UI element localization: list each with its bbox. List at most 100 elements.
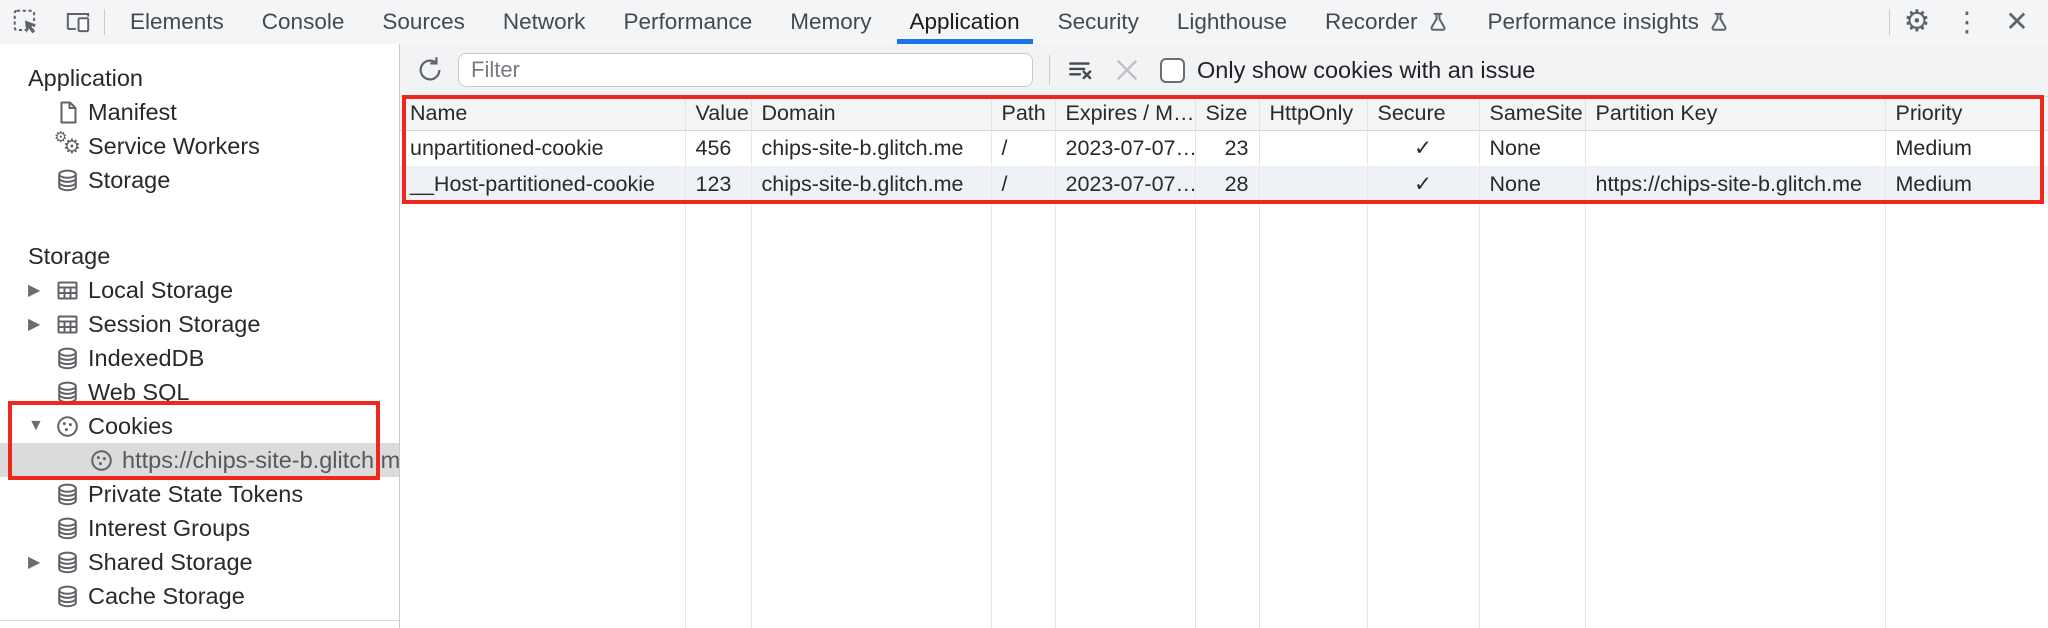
- sidebar-item-cookie-origin[interactable]: https://chips-site-b.glitch.me: [0, 443, 413, 477]
- column-header-priority[interactable]: Priority: [1885, 97, 2048, 131]
- tab-label: Sources: [382, 9, 465, 34]
- refresh-button[interactable]: [414, 54, 446, 86]
- cell-size[interactable]: 23: [1195, 130, 1260, 167]
- cookies-toolbar: Only show cookies with an issue: [400, 44, 2048, 97]
- expander-collapsed-icon[interactable]: ▶: [28, 282, 41, 299]
- column-header-name[interactable]: Name: [400, 97, 686, 131]
- tab-memory[interactable]: Memory: [771, 0, 890, 44]
- tab-application[interactable]: Application: [891, 0, 1039, 44]
- filter-input[interactable]: [458, 53, 1033, 87]
- close-icon: ✕: [2005, 5, 2029, 38]
- cell-expires[interactable]: 2023-07-07…: [1055, 166, 1196, 203]
- cell-value[interactable]: 123: [685, 166, 752, 203]
- cell-path[interactable]: /: [991, 166, 1056, 203]
- column-header-expires[interactable]: Expires / M…: [1055, 97, 1196, 131]
- more-options-button[interactable]: ⋮: [1944, 0, 1990, 44]
- database-icon: [54, 379, 88, 406]
- kebab-menu-icon: ⋮: [1953, 6, 1981, 38]
- cookie-table-header-row: Name Value Domain Path Expires / M… Size…: [400, 97, 2048, 131]
- application-sidebar: Application Manifest ⚙⚙ Service Workers: [0, 44, 413, 628]
- cell-samesite[interactable]: None: [1479, 166, 1586, 203]
- column-header-samesite[interactable]: SameSite: [1479, 97, 1586, 131]
- inspect-icon: [11, 7, 41, 37]
- cell-priority[interactable]: Medium: [1885, 130, 2048, 167]
- column-header-domain[interactable]: Domain: [751, 97, 992, 131]
- cell-httponly[interactable]: [1259, 166, 1368, 203]
- delete-selected-button[interactable]: [1112, 55, 1142, 85]
- only-issue-cookies-checkbox[interactable]: [1160, 57, 1185, 83]
- cookie-icon: [88, 447, 122, 474]
- cookie-row-unpartitioned[interactable]: unpartitioned-cookie 456 chips-site-b.gl…: [400, 130, 2048, 167]
- column-header-httponly[interactable]: HttpOnly: [1259, 97, 1368, 131]
- tab-sources[interactable]: Sources: [363, 0, 484, 44]
- database-icon: [54, 583, 88, 610]
- inspect-element-button[interactable]: [0, 0, 52, 44]
- refresh-icon: [414, 54, 446, 86]
- cell-partition-key[interactable]: [1585, 130, 1886, 167]
- tab-performance-insights[interactable]: Performance insights: [1469, 0, 1750, 44]
- cell-samesite[interactable]: None: [1479, 130, 1586, 167]
- sidebar-item-indexeddb[interactable]: IndexedDB: [0, 341, 399, 375]
- sidebar-item-label: Web SQL: [88, 378, 190, 405]
- sidebar-item-manifest[interactable]: Manifest: [0, 95, 399, 129]
- cell-expires[interactable]: 2023-07-07…: [1055, 130, 1196, 167]
- tab-console[interactable]: Console: [243, 0, 364, 44]
- database-icon: [54, 549, 88, 576]
- cell-priority[interactable]: Medium: [1885, 166, 2048, 203]
- settings-button[interactable]: ⚙: [1894, 0, 1940, 44]
- cookie-table: Name Value Domain Path Expires / M… Size…: [400, 97, 2048, 628]
- cell-domain[interactable]: chips-site-b.glitch.me: [751, 166, 992, 203]
- flask-icon: [1707, 10, 1731, 34]
- cell-size[interactable]: 28: [1195, 166, 1260, 203]
- database-icon: [54, 481, 88, 508]
- tab-label: Application: [909, 9, 1020, 34]
- cell-name[interactable]: __Host-partitioned-cookie: [400, 166, 686, 203]
- sidebar-item-service-workers[interactable]: ⚙⚙ Service Workers: [0, 128, 399, 163]
- column-header-value[interactable]: Value: [685, 97, 752, 131]
- cell-httponly[interactable]: [1259, 130, 1368, 167]
- sidebar-item-session-storage[interactable]: ▶ Session Storage: [0, 307, 399, 341]
- cell-secure-checkmark[interactable]: ✓: [1367, 166, 1480, 203]
- cell-domain[interactable]: chips-site-b.glitch.me: [751, 130, 992, 167]
- column-header-secure[interactable]: Secure: [1367, 97, 1480, 131]
- tab-label: Elements: [130, 9, 224, 34]
- sidebar-item-cookies[interactable]: ▼ Cookies: [0, 409, 399, 443]
- section-title: Storage: [28, 243, 111, 269]
- cell-secure-checkmark[interactable]: ✓: [1367, 130, 1480, 167]
- sidebar-item-web-sql[interactable]: Web SQL: [0, 375, 399, 409]
- sidebar-item-cache-storage[interactable]: Cache Storage: [0, 579, 399, 613]
- expander-collapsed-icon[interactable]: ▶: [28, 554, 41, 571]
- cookie-row-host-partitioned[interactable]: __Host-partitioned-cookie 123 chips-site…: [400, 166, 2048, 203]
- expander-collapsed-icon[interactable]: ▶: [28, 316, 41, 333]
- clear-all-icon: [1066, 55, 1096, 85]
- toggle-device-toolbar-button[interactable]: [52, 0, 104, 44]
- cell-name[interactable]: unpartitioned-cookie: [400, 130, 686, 167]
- gear-icon: ⚙: [1903, 4, 1931, 39]
- sidebar-item-local-storage[interactable]: ▶ Local Storage: [0, 273, 399, 307]
- sidebar-item-private-state-tokens[interactable]: Private State Tokens: [0, 477, 399, 511]
- tab-security[interactable]: Security: [1039, 0, 1158, 44]
- cell-path[interactable]: /: [991, 130, 1056, 167]
- tab-recorder[interactable]: Recorder: [1306, 0, 1469, 44]
- tab-elements[interactable]: Elements: [111, 0, 243, 44]
- table-icon: [54, 311, 88, 338]
- column-header-size[interactable]: Size: [1195, 97, 1260, 131]
- tab-label: Memory: [790, 9, 872, 34]
- column-header-path[interactable]: Path: [991, 97, 1056, 131]
- expander-expanded-icon[interactable]: ▼: [28, 417, 44, 434]
- tab-performance[interactable]: Performance: [604, 0, 771, 44]
- column-header-partition-key[interactable]: Partition Key: [1585, 97, 1886, 131]
- sidebar-item-storage[interactable]: Storage: [0, 163, 399, 197]
- clear-all-cookies-button[interactable]: [1066, 55, 1096, 85]
- close-devtools-button[interactable]: ✕: [1994, 0, 2040, 44]
- sidebar-item-label: Cookies: [88, 412, 173, 439]
- cell-value[interactable]: 456: [685, 130, 752, 167]
- sidebar-item-shared-storage[interactable]: ▶ Shared Storage: [0, 545, 399, 579]
- tab-network[interactable]: Network: [484, 0, 605, 44]
- panel-tabs: Elements Console Sources Network Perform…: [111, 0, 1750, 44]
- sidebar-item-interest-groups[interactable]: Interest Groups: [0, 511, 399, 545]
- cell-partition-key[interactable]: https://chips-site-b.glitch.me: [1585, 166, 1886, 203]
- flask-icon: [1426, 10, 1450, 34]
- tab-lighthouse[interactable]: Lighthouse: [1158, 0, 1306, 44]
